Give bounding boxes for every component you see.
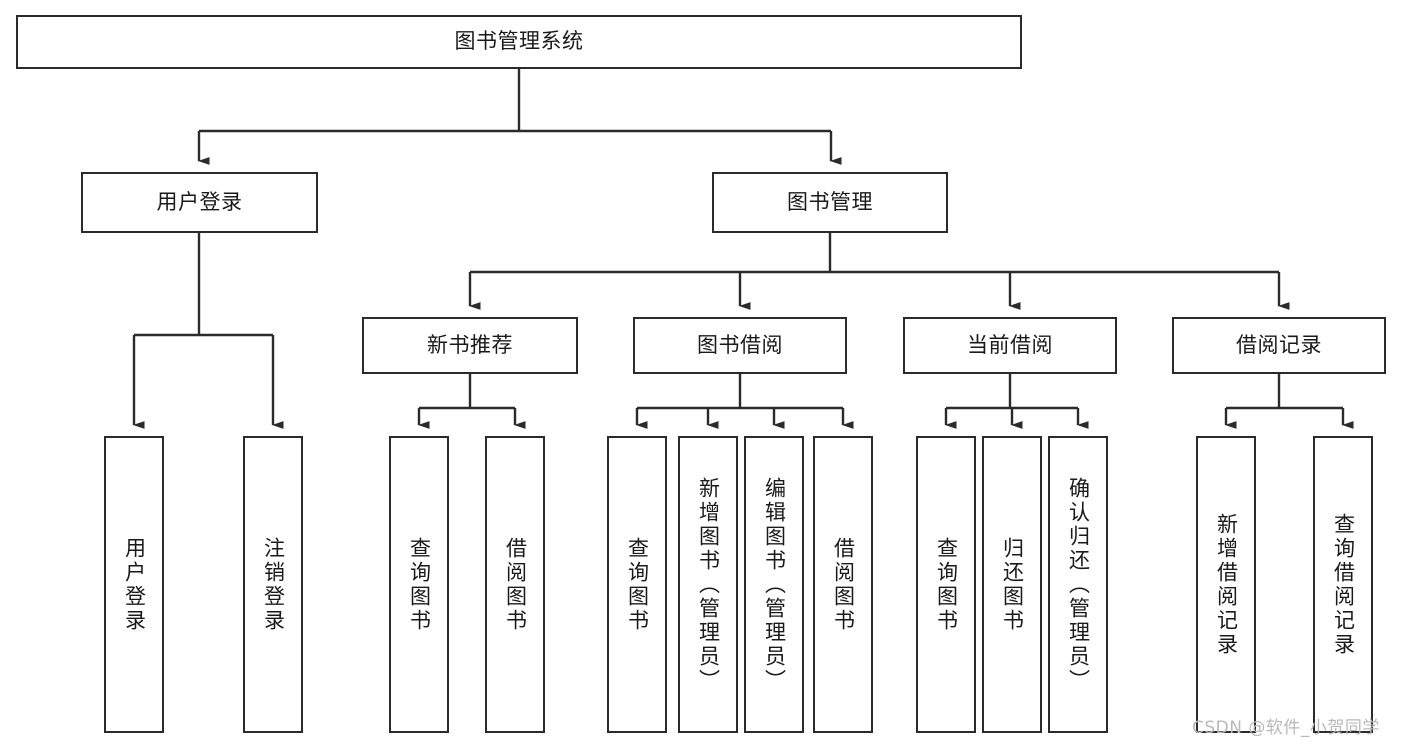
edge-borrowrecord-to-leaves	[1224, 374, 1354, 429]
node-leaf-query-book-1-label: 查询图书	[407, 536, 432, 633]
node-leaf-confirm-return-label: 确认归还（管理员）	[1066, 476, 1091, 693]
node-leaf-confirm-return[interactable]: 确认归还（管理员）	[1048, 436, 1108, 733]
node-book-borrow[interactable]: 图书借阅	[633, 317, 847, 374]
node-borrow-record[interactable]: 借阅记录	[1172, 317, 1386, 374]
node-current-borrow[interactable]: 当前借阅	[903, 317, 1117, 374]
node-leaf-query-book-2-label: 查询图书	[625, 536, 650, 633]
node-root[interactable]: 图书管理系统	[16, 15, 1022, 69]
node-leaf-logout-label: 注销登录	[261, 536, 286, 633]
node-borrow-record-label: 借阅记录	[1236, 332, 1322, 357]
node-new-book-recommend-label: 新书推荐	[427, 332, 513, 357]
node-leaf-query-book-1[interactable]: 查询图书	[389, 436, 449, 733]
node-user-login[interactable]: 用户登录	[81, 172, 318, 233]
node-book-manage[interactable]: 图书管理	[712, 172, 948, 233]
edge-bookborrow-to-leaves	[635, 374, 854, 429]
node-leaf-add-book[interactable]: 新增图书（管理员）	[678, 436, 738, 733]
node-leaf-edit-book-label: 编辑图书（管理员）	[762, 476, 787, 693]
node-leaf-return-book-label: 归还图书	[1000, 536, 1025, 633]
node-leaf-query-record[interactable]: 查询借阅记录	[1313, 436, 1373, 733]
node-leaf-user-login-label: 用户登录	[122, 536, 147, 633]
edge-userlogin-to-leaves	[132, 233, 284, 429]
edge-newbook-to-leaves	[417, 374, 526, 429]
node-leaf-borrow-book-2-label: 借阅图书	[831, 536, 856, 633]
edge-currentborrow-to-leaves	[944, 374, 1089, 429]
node-leaf-add-record-label: 新增借阅记录	[1214, 512, 1239, 657]
node-new-book-recommend[interactable]: 新书推荐	[362, 317, 578, 374]
node-leaf-query-book-2[interactable]: 查询图书	[607, 436, 667, 733]
node-leaf-query-record-label: 查询借阅记录	[1331, 512, 1356, 657]
node-leaf-logout[interactable]: 注销登录	[243, 436, 303, 733]
node-root-label: 图书管理系统	[454, 29, 584, 54]
node-leaf-borrow-book-2[interactable]: 借阅图书	[813, 436, 873, 733]
node-leaf-borrow-book-1[interactable]: 借阅图书	[485, 436, 545, 733]
node-book-manage-label: 图书管理	[787, 189, 873, 214]
node-leaf-borrow-book-1-label: 借阅图书	[503, 536, 528, 633]
node-leaf-query-book-3[interactable]: 查询图书	[916, 436, 976, 733]
node-leaf-edit-book[interactable]: 编辑图书（管理员）	[744, 436, 804, 733]
node-user-login-label: 用户登录	[156, 189, 243, 214]
node-current-borrow-label: 当前借阅	[967, 332, 1053, 357]
node-leaf-add-record[interactable]: 新增借阅记录	[1196, 436, 1256, 733]
node-book-borrow-label: 图书借阅	[697, 332, 783, 357]
edge-bookmanage-to-level3	[468, 233, 1290, 310]
node-leaf-add-book-label: 新增图书（管理员）	[696, 476, 721, 693]
node-leaf-query-book-3-label: 查询图书	[934, 536, 959, 633]
node-leaf-return-book[interactable]: 归还图书	[982, 436, 1042, 733]
edge-root-to-level2	[197, 69, 842, 165]
node-leaf-user-login[interactable]: 用户登录	[104, 436, 164, 733]
